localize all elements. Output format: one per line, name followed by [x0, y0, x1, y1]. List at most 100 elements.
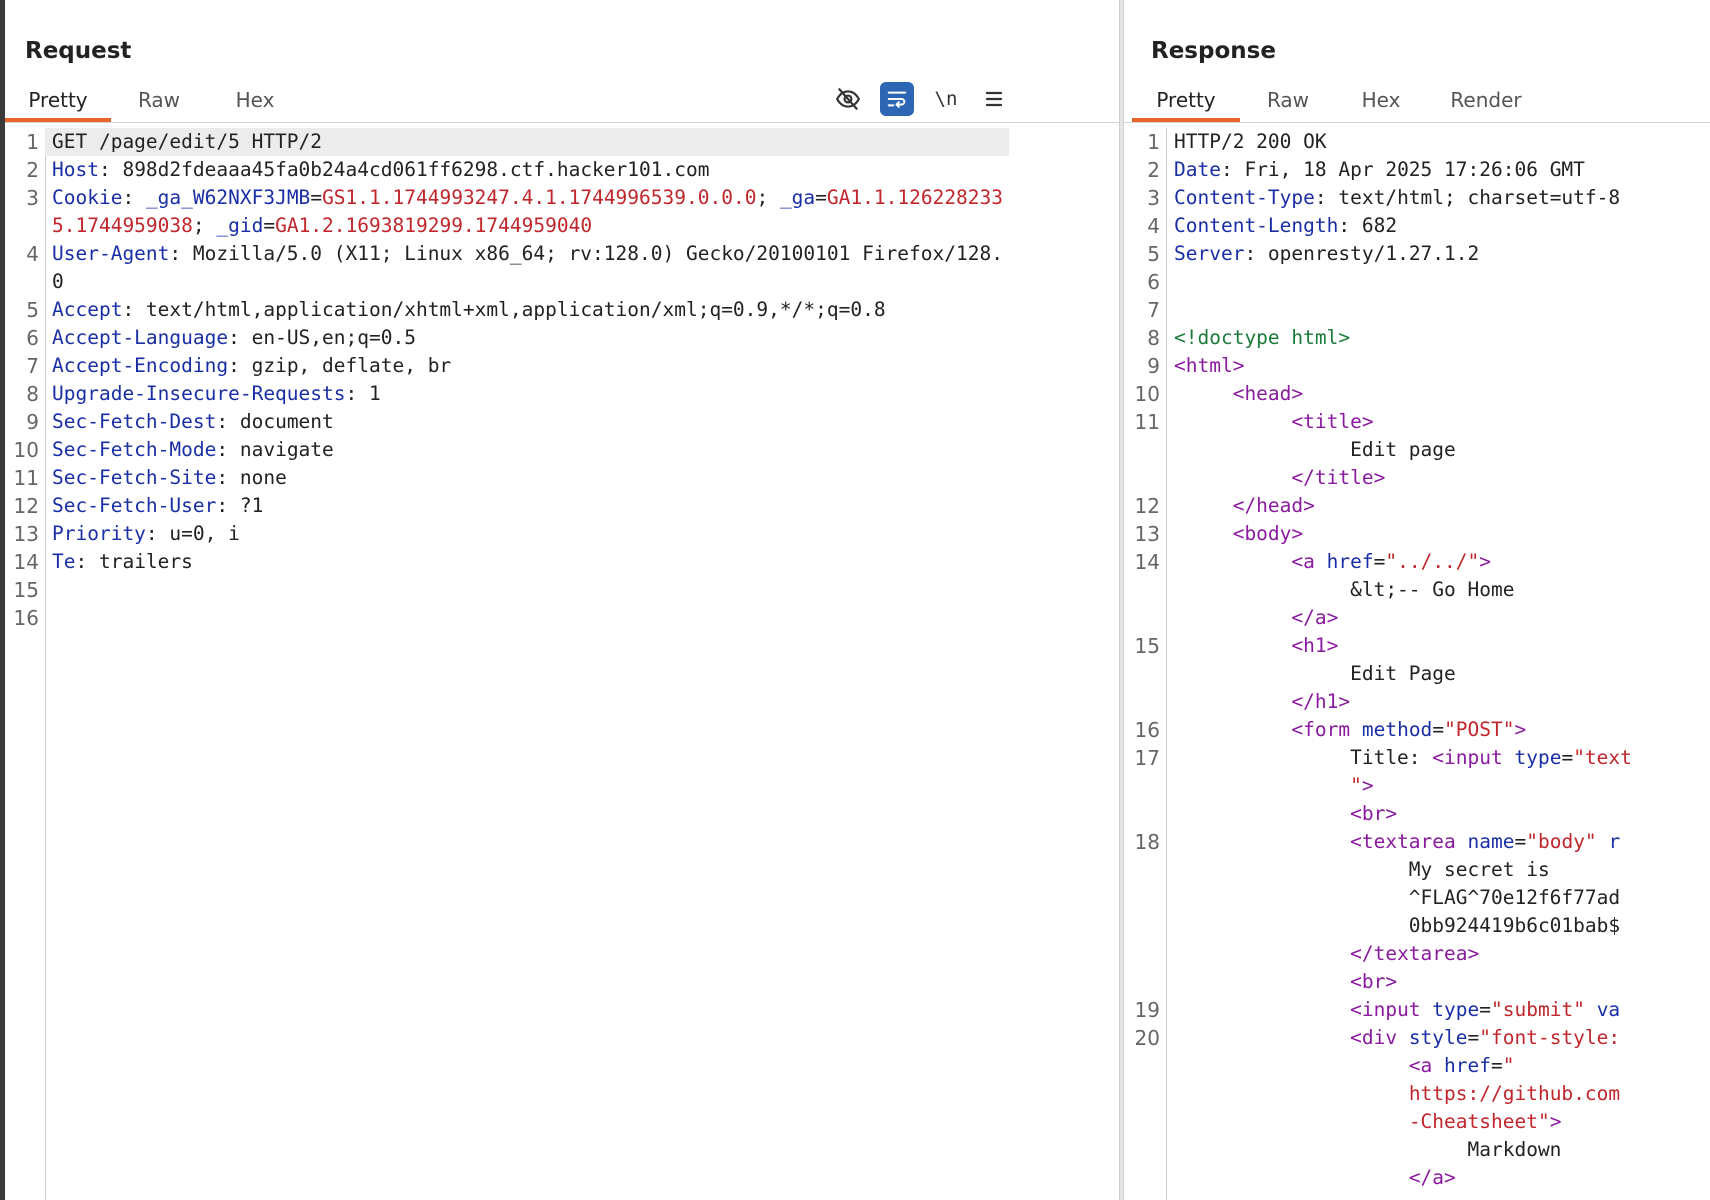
text [1174, 606, 1291, 629]
response-line-text: </textarea> [1166, 940, 1710, 968]
response-line-text: <a href=" [1166, 1052, 1710, 1080]
header-value: navigate [239, 438, 334, 461]
html-tag: </a> [1408, 1166, 1456, 1189]
header-name: Content-Length [1174, 214, 1339, 237]
request-tab-pretty[interactable]: Pretty [5, 80, 111, 122]
text [1174, 634, 1291, 657]
text: : openresty/1.27.1.2 [1244, 242, 1480, 265]
newline-toggle[interactable]: \n [929, 82, 963, 116]
html-attr: name [1467, 830, 1515, 853]
line-number: 20 [1134, 1026, 1160, 1050]
header-value: 898d2fdeaaa45fa0b24a4cd061ff6298.ctf.hac… [122, 158, 710, 181]
html-tag: <a [1291, 550, 1327, 573]
text [1174, 970, 1350, 993]
hamburger-menu-icon[interactable] [977, 82, 1011, 116]
response-line: 7 [1124, 296, 1710, 324]
request-line-text: Sec-Fetch-User: ?1 [52, 494, 264, 517]
html-tag: <br> [1350, 802, 1398, 825]
header-value: none [239, 466, 287, 489]
request-title: Request [25, 38, 132, 64]
line-number: 16 [13, 606, 39, 630]
header-name: Date [1174, 158, 1221, 181]
attr-value: "POST" [1444, 718, 1515, 741]
response-line: <br> [1124, 968, 1710, 996]
cookie-value: GS1.1.1744993247.4.1.1744996539.0.0.0 [322, 186, 757, 209]
line-number: 4 [26, 242, 39, 266]
line-number: 9 [1147, 354, 1160, 378]
response-line: </a> [1124, 604, 1710, 632]
html-attr: style [1408, 1026, 1468, 1049]
line-number: 11 [13, 466, 39, 490]
line-number: 17 [1134, 746, 1160, 770]
response-line: 16 <form method="POST"> [1124, 716, 1710, 744]
response-line: My secret is [1124, 856, 1710, 884]
word-wrap-icon[interactable] [880, 82, 914, 116]
text [1174, 550, 1291, 573]
text [1174, 774, 1350, 797]
attr-value: "font-style: [1479, 1026, 1621, 1049]
text [1174, 942, 1350, 965]
line-number [1124, 660, 1166, 688]
eye-slash-icon[interactable] [831, 82, 865, 116]
response-line-text [1166, 296, 1710, 324]
cookie-value: GA1.1.1262282335.1744959038 [52, 186, 1004, 237]
text: = [1491, 1054, 1503, 1077]
response-line-text: </h1> [1166, 688, 1710, 716]
response-line: </textarea> [1124, 940, 1710, 968]
pane-splitter[interactable] [1119, 0, 1124, 1200]
header-name: User-Agent [52, 242, 170, 265]
request-tab-raw[interactable]: Raw [137, 88, 181, 112]
response-title: Response [1151, 38, 1276, 64]
text [1174, 718, 1291, 741]
response-line: 11 <title> [1124, 408, 1710, 436]
response-line-text: <!doctype html> [1166, 324, 1710, 352]
line-number [1124, 912, 1166, 940]
line-number [1124, 436, 1166, 464]
line-number [1124, 576, 1166, 604]
response-line: <br> [1124, 800, 1710, 828]
response-tab-pretty[interactable]: Pretty [1132, 80, 1240, 122]
request-tab-hex[interactable]: Hex [235, 88, 275, 112]
response-tab-hex[interactable]: Hex [1361, 88, 1401, 112]
line-number [1124, 1080, 1166, 1108]
response-line-text: </a> [1166, 1164, 1710, 1192]
request-line-text: Sec-Fetch-Mode: navigate [52, 438, 334, 461]
text [1174, 494, 1233, 517]
text: My secret is [1174, 858, 1550, 881]
response-tab-render[interactable]: Render [1450, 88, 1522, 112]
line-number [1124, 688, 1166, 716]
attr-value: " [1350, 774, 1362, 797]
response-tab-raw[interactable]: Raw [1266, 88, 1310, 112]
line-number [1124, 1108, 1166, 1136]
html-tag: <head> [1232, 382, 1304, 405]
line-number [1124, 1052, 1166, 1080]
response-line: 17 Title: <input type="text [1124, 744, 1710, 772]
response-line: 8<!doctype html> [1124, 324, 1710, 352]
line-number: 5 [1147, 242, 1160, 266]
response-line-text: <head> [1166, 380, 1710, 408]
text: &lt;-- Go Home [1174, 578, 1515, 601]
response-line-text: </title> [1166, 464, 1710, 492]
request-line-text: Priority: u=0, i [52, 522, 240, 545]
line-number [1124, 1164, 1166, 1192]
request-line-text [45, 576, 1009, 604]
attr-value: "submit" [1491, 998, 1585, 1021]
header-name: Content-Type [1174, 186, 1315, 209]
cookie-name: _ga [779, 186, 816, 209]
html-tag: > [1232, 354, 1245, 377]
text [1174, 1054, 1409, 1077]
response-line: "> [1124, 772, 1710, 800]
header-name: Host [52, 158, 99, 181]
line-number: 7 [26, 354, 39, 378]
response-line: 18 <textarea name="body" r [1124, 828, 1710, 856]
html-attr: type [1514, 746, 1562, 769]
